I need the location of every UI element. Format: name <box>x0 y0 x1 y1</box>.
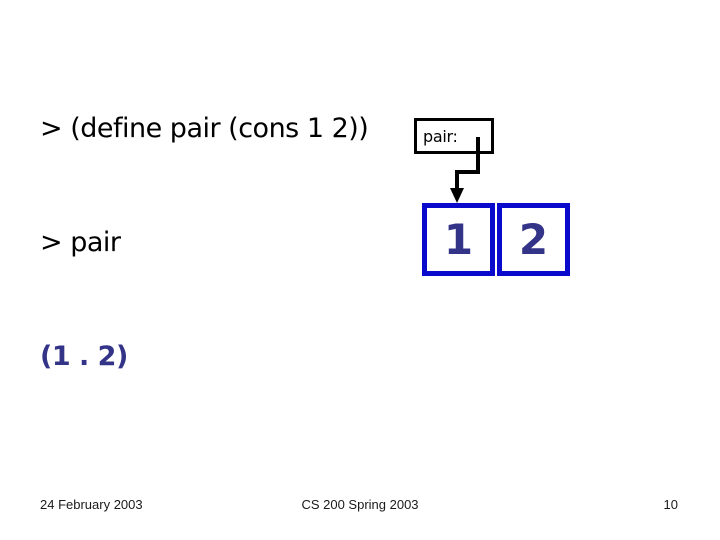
repl-input-line-define: > (define pair (cons 1 2)) <box>40 113 369 144</box>
footer-date: 24 February 2003 <box>40 497 143 512</box>
pointer-arrow-icon <box>450 137 480 203</box>
repl-output-result: (1 . 2) <box>40 341 128 372</box>
cons-cell-car: 1 <box>422 203 495 276</box>
footer-course: CS 200 Spring 2003 <box>301 497 419 512</box>
pair-label-box: pair: <box>414 118 494 154</box>
footer-page-number: 10 <box>663 497 678 512</box>
pair-label: pair: <box>423 126 458 146</box>
cons-cell-diagram: 1 2 <box>422 203 570 276</box>
repl-input-line-pair: > pair <box>40 227 121 258</box>
repl-transcript: > (define pair (cons 1 2)) > pair (1 . 2… <box>40 34 369 452</box>
cons-cell-cdr: 2 <box>497 203 570 276</box>
slide-footer: CS 200 Spring 2003 24 February 2003 10 <box>0 497 720 517</box>
